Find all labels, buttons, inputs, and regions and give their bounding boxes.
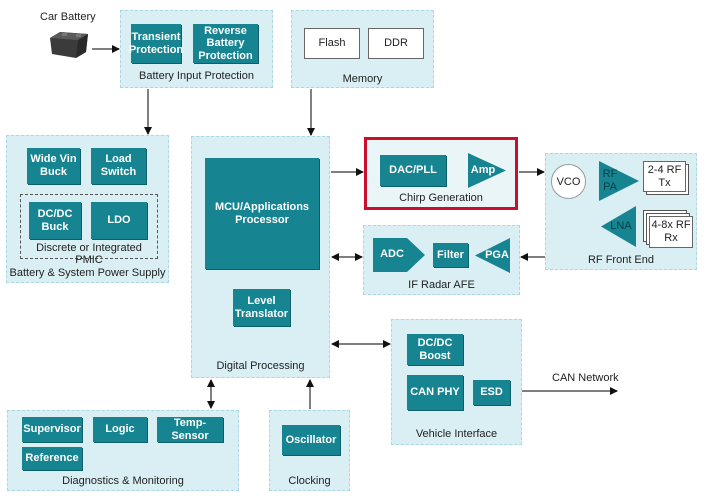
power-supply-label: Battery & System Power Supply (9, 267, 166, 279)
can-phy-block[interactable]: CAN PHY (407, 375, 463, 410)
diagnostics-label: Diagnostics & Monitoring (62, 475, 184, 487)
amp-triangle-icon (468, 153, 506, 188)
battery-input-protection-label: Battery Input Protection (139, 70, 254, 82)
rx-label: 4-8x RF Rx (649, 216, 693, 248)
memory-label: Memory (342, 73, 383, 85)
tx-block[interactable]: 2-4 RF Tx (643, 161, 689, 195)
wide-vin-buck-block[interactable]: Wide Vin Buck (27, 148, 80, 184)
adc-label: ADC (380, 248, 404, 260)
lna-label: LNA (610, 220, 632, 232)
oscillator-block[interactable]: Oscillator (282, 425, 340, 455)
pmic-group: DC/DC Buck LDO Discrete or Integrated PM… (20, 194, 158, 266)
amp-label: Amp (470, 164, 496, 176)
memory-group: Flash DDR Memory (291, 10, 434, 88)
lna-block[interactable]: LNA (601, 206, 636, 247)
logic-block[interactable]: Logic (93, 417, 147, 442)
flash-block[interactable]: Flash (304, 28, 360, 59)
dc-dc-boost-block[interactable]: DC/DC Boost (407, 334, 463, 365)
if-radar-afe-group: ADC Filter PGA IF Radar AFE (363, 225, 520, 295)
pga-triangle-icon (475, 238, 510, 273)
level-translator-block[interactable]: Level Translator (233, 289, 290, 326)
adc-shape-icon (373, 238, 425, 272)
digital-processing-label: Digital Processing (216, 360, 305, 372)
car-battery-label: Car Battery (40, 11, 96, 23)
rf-pa-label: RF PA (602, 168, 618, 194)
mcu-applications-processor-block[interactable]: MCU/Applications Processor (205, 158, 319, 269)
reference-block[interactable]: Reference (22, 447, 82, 470)
lna-triangle-icon (601, 206, 636, 247)
rf-front-end-label: RF Front End (587, 254, 655, 266)
dac-pll-block[interactable]: DAC/PLL (380, 155, 446, 186)
vco-block[interactable]: VCO (551, 164, 586, 199)
load-switch-block[interactable]: Load Switch (91, 148, 146, 184)
esd-block[interactable]: ESD (473, 380, 510, 405)
reverse-battery-protection-block[interactable]: Reverse Battery Protection (193, 24, 258, 63)
rx-block[interactable]: 4-8x RF Rx (643, 210, 693, 248)
pga-label: PGA (485, 249, 509, 261)
battery-input-protection-group: Transient Protection Reverse Battery Pro… (120, 10, 273, 88)
ddr-block[interactable]: DDR (368, 28, 424, 59)
filter-block[interactable]: Filter (433, 243, 468, 267)
diagnostics-group: Supervisor Logic Temp-Sensor Reference D… (7, 410, 239, 491)
chirp-generation-group: DAC/PLL Amp Chirp Generation (364, 137, 518, 210)
if-radar-afe-label: IF Radar AFE (408, 279, 475, 291)
vehicle-interface-group: DC/DC Boost CAN PHY ESD Vehicle Interfac… (391, 319, 522, 445)
amp-block[interactable]: Amp (468, 153, 506, 188)
can-network-label: CAN Network (552, 372, 619, 384)
transient-protection-block[interactable]: Transient Protection (129, 24, 183, 63)
tx-label: 2-4 RF Tx (643, 161, 686, 192)
rf-pa-block[interactable]: RF PA (599, 161, 639, 201)
ldo-block[interactable]: LDO (91, 202, 147, 239)
dc-dc-buck-block[interactable]: DC/DC Buck (29, 202, 81, 239)
clocking-group: Oscillator Clocking (269, 410, 350, 491)
rf-front-end-group: VCO RF PA 2-4 RF Tx LNA 4-8x RF Rx RF Fr… (545, 153, 697, 270)
temp-sensor-block[interactable]: Temp-Sensor (157, 417, 223, 442)
pmic-label: Discrete or Integrated PMIC (36, 242, 142, 266)
pa-triangle-icon (599, 161, 639, 201)
adc-block[interactable]: ADC (373, 238, 425, 272)
chirp-generation-label: Chirp Generation (399, 192, 483, 204)
pga-block[interactable]: PGA (475, 238, 510, 273)
car-battery-icon (46, 30, 92, 60)
power-supply-group: Wide Vin Buck Load Switch DC/DC Buck LDO… (6, 135, 169, 283)
supervisor-block[interactable]: Supervisor (22, 417, 82, 442)
digital-processing-group: MCU/Applications Processor Level Transla… (191, 136, 330, 378)
vehicle-interface-label: Vehicle Interface (415, 428, 498, 440)
clocking-label: Clocking (288, 475, 331, 487)
